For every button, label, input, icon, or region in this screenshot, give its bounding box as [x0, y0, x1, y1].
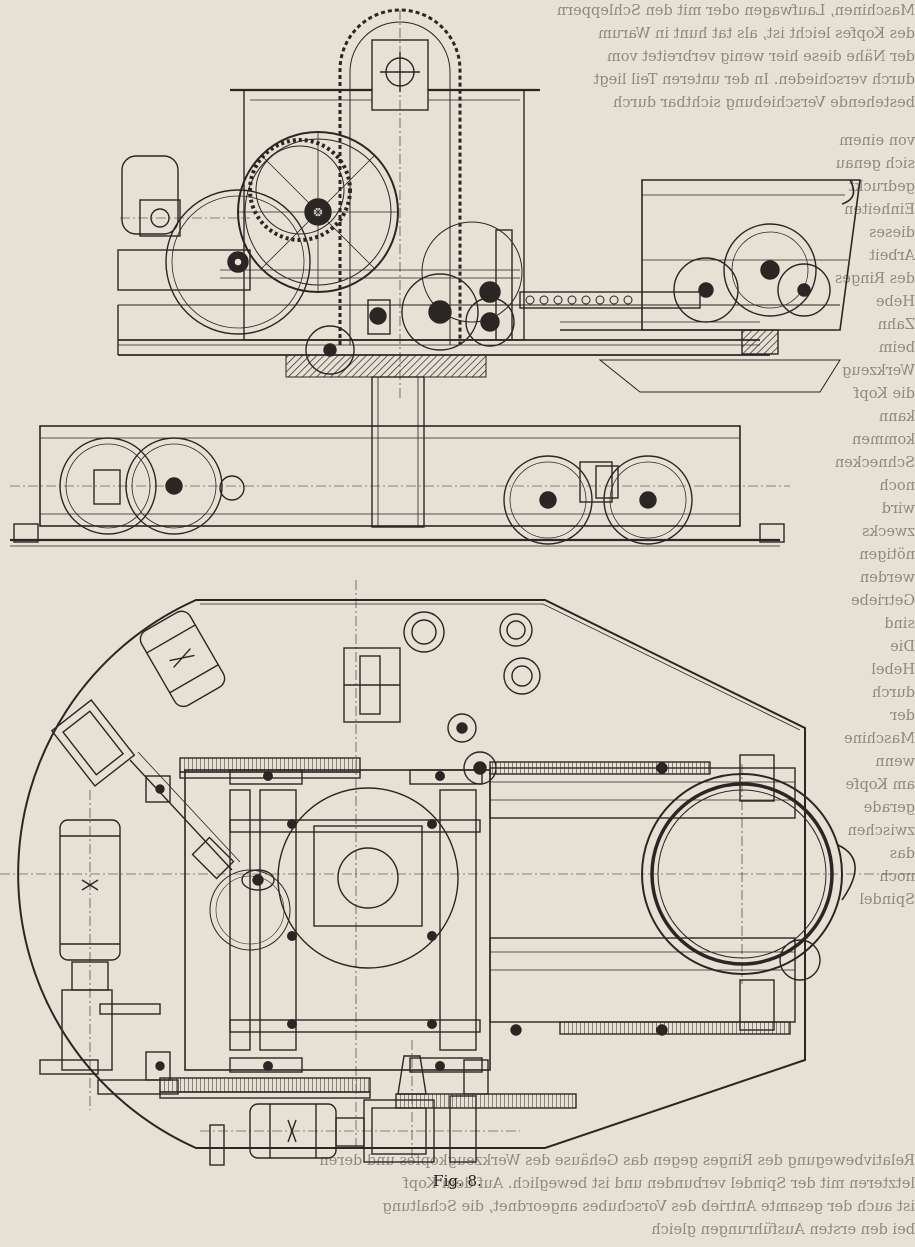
top-plates: [343, 611, 541, 743]
lower-feed-arm: [489, 937, 796, 1036]
gear-left: [165, 189, 311, 335]
pedestal: [285, 354, 487, 528]
elevation-view: [10, 8, 861, 547]
plan-view: [0, 580, 915, 1166]
chain-drive: [338, 8, 462, 400]
bearing-blocks: [145, 775, 225, 1166]
upper-feed-arm: [463, 751, 796, 819]
figure-caption: Fig. 8.: [433, 1172, 482, 1190]
angled-gearbox: [50, 699, 136, 787]
central-frame: [184, 769, 491, 1073]
top-spur-gear: [159, 757, 371, 1099]
bottom-gear-train: [395, 1040, 577, 1163]
gear-cluster-center: [305, 221, 523, 375]
round-cutter-head: [641, 764, 856, 984]
flywheel: [237, 131, 399, 293]
angled-motor: [139, 610, 226, 708]
housing-box: [243, 89, 525, 341]
bevel-gears: [209, 869, 291, 951]
bottom-motor: [200, 1099, 520, 1163]
chain-sprocket: [248, 138, 352, 242]
carriage-wheels: [59, 437, 693, 545]
feed-chain-arm: [519, 291, 760, 331]
motor-left: [120, 155, 250, 237]
vertical-motor: [39, 790, 179, 1110]
angled-shaft: [129, 759, 233, 871]
lower-carriage: [10, 425, 790, 547]
base-plate-outline: [17, 599, 806, 1149]
cutter-head: [598, 179, 861, 393]
upper-bed-frame: [117, 249, 840, 356]
